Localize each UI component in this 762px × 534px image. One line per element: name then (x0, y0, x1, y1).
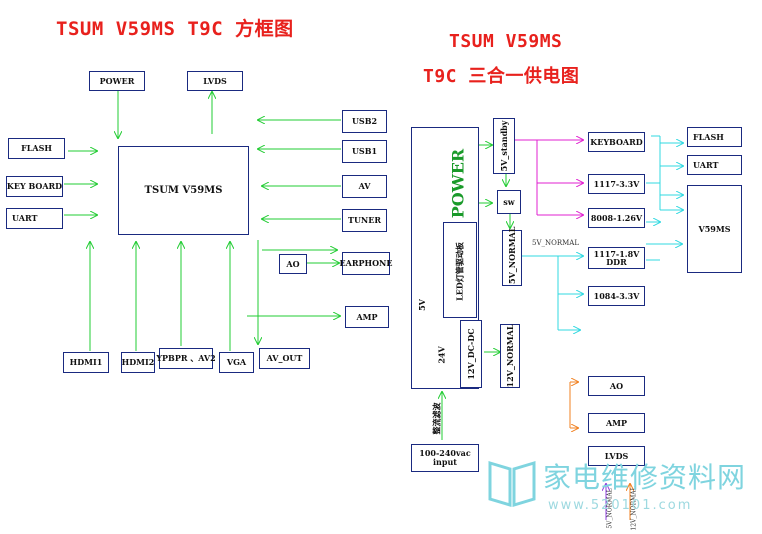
earphone-box: EARPHONE (340, 252, 392, 275)
normal12-box (500, 324, 520, 388)
usb2-box: USB2 (342, 110, 387, 133)
tuner-box: TUNER (342, 209, 387, 232)
keyboard-box: KEY BOARD (6, 176, 63, 197)
reg-126-box: 8008-1.26V (588, 208, 645, 228)
watermark-text: 家电维修资料网 (543, 461, 747, 494)
right-title-line1: TSUM V59MS (449, 31, 563, 52)
rectifier-label: 整流滤波 (431, 402, 442, 435)
led-driver-box (443, 222, 477, 318)
keyboard-box-right: KEYBOARD (588, 132, 645, 152)
flash-box: FLASH (8, 138, 65, 159)
lvds-box-right: LVDS (588, 446, 645, 466)
right-title-line2: T9C 三合一供电图 (423, 66, 580, 87)
standby-label: 5V_standby (499, 120, 509, 172)
normal5-wire-label: 5V_NORMAL (532, 239, 580, 247)
normal5-label: 5V_NORMAL (507, 226, 517, 284)
power-module-label: POWER (448, 148, 468, 219)
v59ms-box: V59MS (687, 185, 742, 273)
usb1-box: USB1 (342, 140, 387, 163)
watermark-url: www.520101.com (548, 498, 693, 513)
uart-box-right: UART (687, 155, 742, 175)
orange-arrows (569, 382, 630, 520)
normal5-box (502, 230, 522, 286)
amp-box-right: AMP (588, 413, 645, 433)
sw-box: sw (497, 190, 521, 214)
label-24v: 24V (436, 346, 447, 364)
ypbpr-box: YPBPR 、AV2 (156, 348, 216, 369)
dcdc-label: 12V_DC-DC (466, 328, 476, 380)
vga-box: VGA (219, 352, 254, 373)
power-box: POWER (89, 71, 145, 91)
ao-box-left: AO (279, 254, 307, 274)
av-out-box: AV_OUT (259, 348, 310, 369)
book-logo-icon (488, 460, 536, 508)
input-box: 100-240vac input (411, 444, 479, 472)
reg-33-box: 1117-3.3V (588, 174, 645, 194)
left-title: TSUM V59MS T9C 方框图 (56, 18, 294, 40)
reg-18-box: 1117-1.8V DDR (588, 247, 645, 269)
dcdc-box (460, 320, 482, 388)
lvds-box: LVDS (187, 71, 243, 91)
label-5v: 5V (416, 299, 427, 311)
magenta-arrows (515, 140, 583, 215)
led-driver-label: LED灯管驱动板 (454, 242, 465, 301)
cyan-arrows (520, 135, 683, 330)
amp-box-left: AMP (345, 306, 389, 328)
uart-box: UART (6, 208, 63, 229)
standby-box (493, 118, 515, 174)
reg-1084-box: 1084-3.3V (588, 286, 645, 306)
ao-box-right: AO (588, 376, 645, 396)
center-chip-box: TSUM V59MS (118, 146, 249, 235)
hdmi1-box: HDMI1 (63, 352, 109, 373)
hdmi2-box: HDMI2 (121, 352, 155, 373)
left-arrows (64, 89, 341, 351)
normal12-label: 12V_NORMAL (505, 324, 515, 388)
av-box: AV (342, 175, 387, 198)
flash-box-right: FLASH (687, 127, 742, 147)
